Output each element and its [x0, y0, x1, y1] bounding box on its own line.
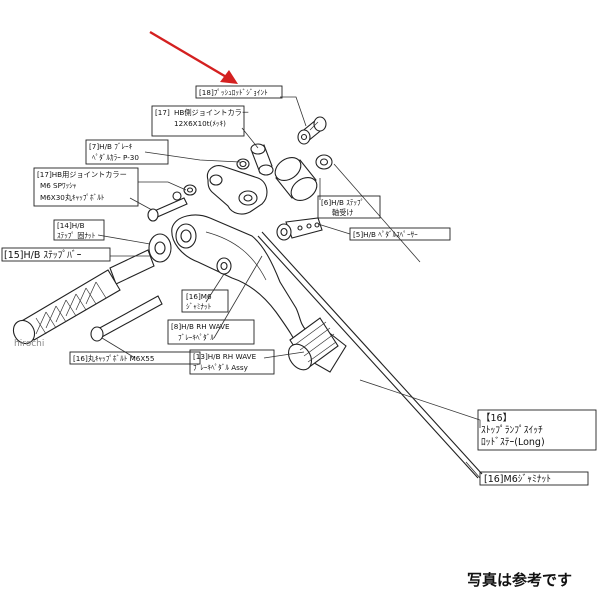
washer-right: [315, 154, 333, 170]
knurl-pattern: [35, 281, 107, 335]
label-8-line2: ﾌﾞﾚｰｷﾍﾟﾀﾞﾙ: [178, 333, 214, 342]
cap-bolt-m6x55: [90, 295, 163, 342]
label-13-line1: [13]H/B RH WAVE: [193, 352, 257, 361]
label-7-line2: ﾍﾟﾀﾞﾙｶﾗｰ P-30: [92, 153, 139, 162]
label-17b-line3: M6X30丸ｷｬｯﾌﾟﾎﾞﾙﾄ: [40, 193, 105, 202]
pedal-spacer: [276, 217, 323, 241]
label-8-line1: [8]H/B RH WAVE: [171, 322, 230, 331]
label-7-line1: [7]H/B ﾌﾞﾚｰｷ: [89, 142, 133, 151]
label-13-line2: ﾌﾞﾚｰｷﾍﾟﾀﾞﾙ Assy: [193, 363, 249, 372]
joint-collar-upper: [236, 143, 274, 176]
switch-rod-long: [257, 231, 483, 479]
reference-photo-caption: 写真は参考です: [466, 571, 572, 589]
label-6-line1: [6]H/B ｽﾃｯﾌﾟ: [321, 198, 364, 207]
watermark: hirochi: [14, 339, 44, 349]
label-16m-line2: ｼﾞｬﾐﾅｯﾄ: [186, 302, 212, 311]
label-6-line2: 軸受け: [332, 208, 354, 217]
label-17b-box: [33, 167, 139, 207]
label-16j: [16]M6ｼﾞｬﾐﾅｯﾄ: [484, 474, 551, 485]
red-arrow: [149, 30, 238, 84]
label-16b-box: [69, 351, 201, 365]
label-13-box: [189, 349, 275, 375]
label-17a-line2: HB側ジョイントカラー: [174, 108, 249, 117]
step-bearing: [274, 156, 318, 202]
label-14-line2: ｽﾃｯﾌﾟ 固ﾅｯﾄ: [57, 231, 96, 240]
label-15-box: [1, 247, 111, 262]
label-7-box: [85, 139, 169, 165]
label-6-box: [317, 195, 381, 219]
label-16b: [16]丸ｷｬｯﾌﾟﾎﾞﾙﾄ M6X55: [73, 354, 154, 363]
label-5-box: [349, 227, 451, 241]
label-16s-line2: ｽﾄｯﾌﾟﾗﾝﾌﾟｽｲｯﾁ: [481, 425, 543, 436]
label-17a-line1: [17]: [155, 108, 170, 117]
label-14-line1: [14]H/B: [57, 221, 85, 230]
label-16s-line3: ﾛｯﾄﾞｽﾃｰ(Long): [481, 437, 545, 448]
label-18: [18]ﾌﾟｯｼｭﾛｯﾄﾞｼﾞｮｲﾝﾄ: [199, 88, 268, 97]
pedal-bracket-plate: [206, 165, 268, 215]
pedal-tip: [287, 317, 339, 371]
step-bar: [12, 249, 155, 345]
label-16s-line1: 【16】: [481, 413, 512, 424]
label-17b-line1: [17]HB用ジョイントカラー: [37, 170, 127, 179]
label-8-box: [167, 319, 255, 345]
labels: [18]ﾌﾟｯｼｭﾛｯﾄﾞｼﾞｮｲﾝﾄ [17] HB側ジョイントカラー 12X…: [1, 85, 597, 486]
label-16m-box: [181, 289, 229, 313]
push-rod-joint: [297, 116, 327, 145]
leader-lines: [97, 96, 481, 479]
jam-nut-arm: [216, 257, 232, 275]
label-16m-line1: [16]M6: [186, 292, 212, 301]
label-17a-box: [151, 105, 245, 137]
label-17b-line2: M6 SPﾜｯｼｬ: [40, 181, 77, 190]
step-nut: [148, 233, 172, 263]
label-16j-box: [479, 471, 589, 486]
label-18-box: [195, 85, 283, 99]
label-5: [5]H/B ﾍﾟﾀﾞﾙｽﾍﾟｰｻｰ: [353, 230, 418, 239]
label-15: [15]H/B ｽﾃｯﾌﾟﾊﾞｰ: [4, 250, 82, 261]
cap-bolt-m6x30: [147, 184, 197, 222]
label-17a-line3: 12X6X10t(ﾒｯｷ): [174, 119, 226, 128]
label-14-box: [53, 219, 105, 241]
label-16s-box: [477, 409, 597, 451]
